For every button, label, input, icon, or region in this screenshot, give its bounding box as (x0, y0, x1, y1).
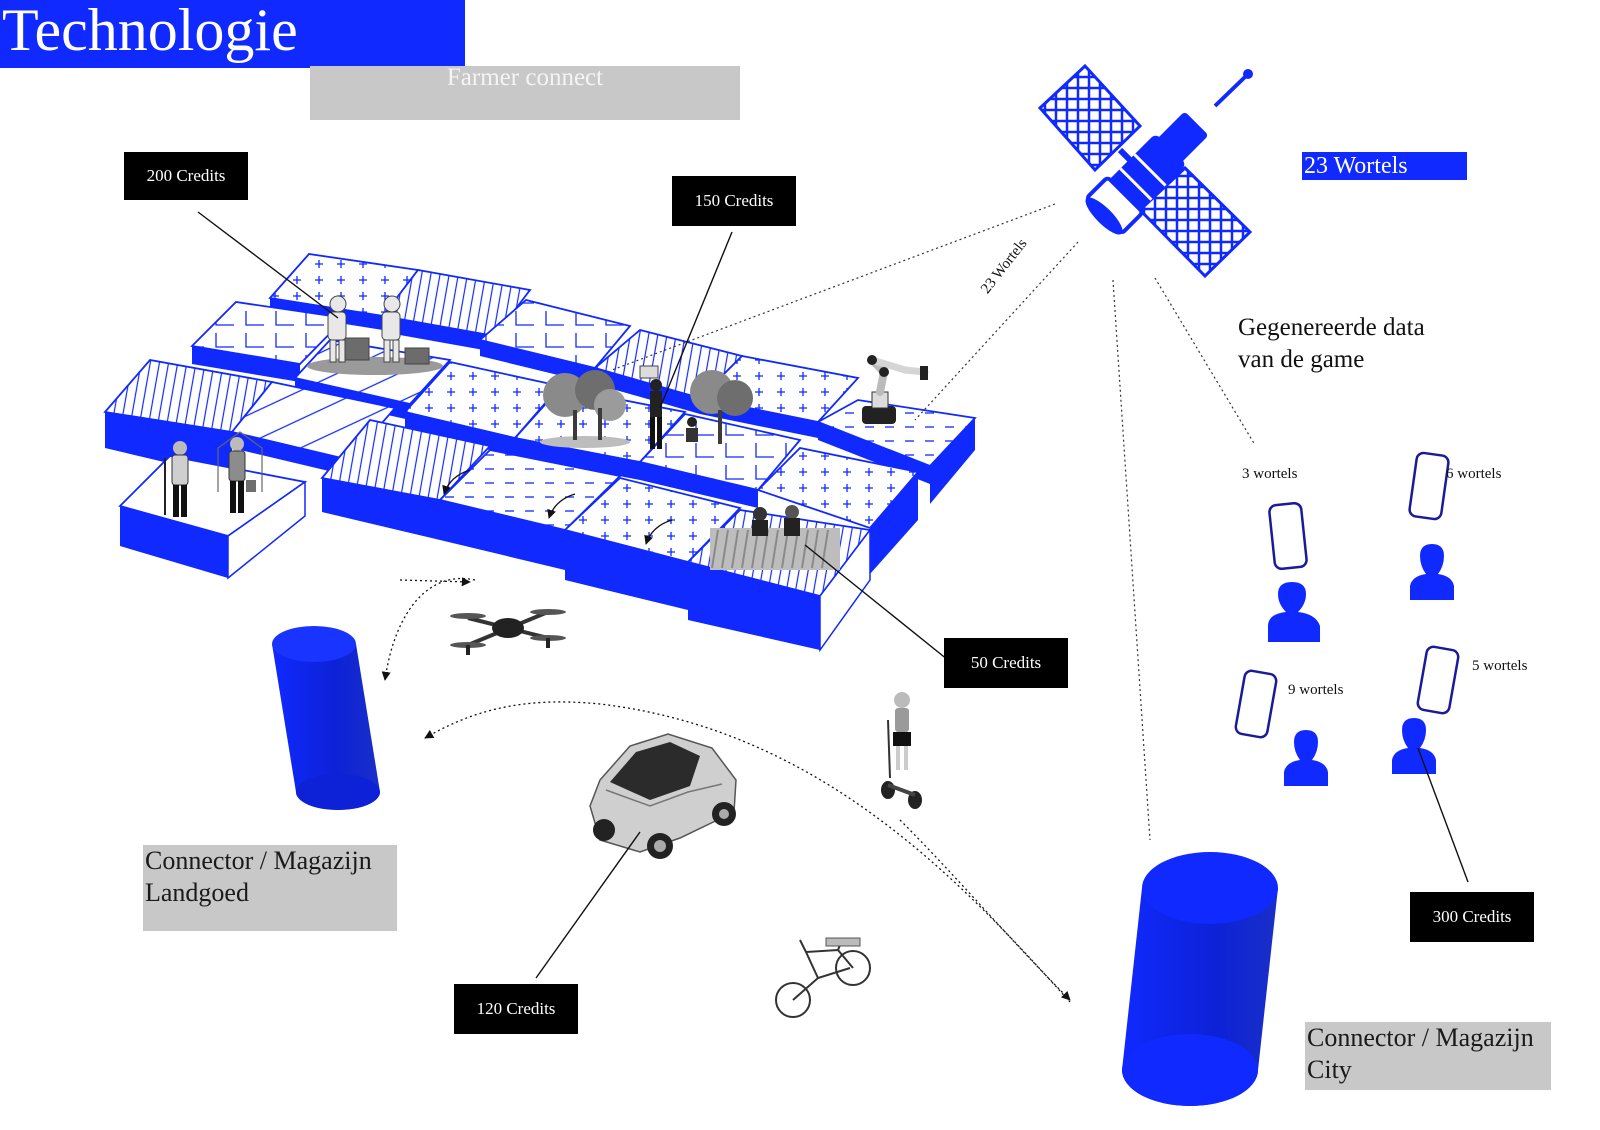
field-plot (438, 449, 622, 570)
field-plot (381, 269, 532, 352)
rotation-arrow-icon (442, 469, 471, 495)
person-avatar-icon (1392, 718, 1436, 774)
farmers-figure (164, 431, 263, 517)
farmer-connect-label: Farmer connect (310, 65, 740, 120)
satellite-icon (1037, 63, 1253, 279)
credit-badge-200: 200 Credits (124, 152, 248, 200)
field-plot (638, 413, 802, 508)
bicycle-icon (775, 937, 871, 1018)
phone-icon (1234, 669, 1278, 739)
player-wortels-label: 6 wortels (1446, 466, 1502, 482)
storage-cylinder-city (1122, 852, 1278, 1106)
credit-badge-150: 150 Credits (672, 176, 796, 226)
player-wortels-label: 5 wortels (1472, 658, 1528, 674)
robot-arm-figure (862, 355, 929, 424)
rotation-arrow-icon (644, 519, 673, 545)
route-arrow-drone-return (399, 577, 471, 587)
phone-icon (1408, 451, 1450, 521)
connector-city-label: Connector / Magazijn City (1305, 1022, 1551, 1090)
generated-data-line-2: van de game (1238, 346, 1365, 373)
generated-data-line-1: Gegenereerde data (1238, 314, 1425, 341)
connector-landgoed-line-1: Connector / Magazijn (145, 846, 372, 875)
connector-landgoed-line-2: Landgoed (145, 878, 249, 907)
rotation-arrow-icon (547, 493, 576, 519)
route-arrow-city-landgoed (424, 701, 1071, 1003)
segway-rider-figure (881, 692, 922, 809)
field-plot (320, 419, 492, 540)
connector-landgoed-label: Connector / Magazijn Landgoed (143, 845, 397, 931)
transport-route-arrows (381, 577, 1071, 1003)
drone-icon (450, 609, 566, 655)
player-wortels-label: 9 wortels (1288, 682, 1344, 698)
field-plot (118, 455, 308, 580)
orchard-trees-figure (540, 365, 753, 449)
credit-badge-300: 300 Credits (1410, 892, 1534, 942)
field-plot (403, 361, 562, 456)
satellite-data-beams (611, 203, 1256, 841)
player-wortels-label: 3 wortels (1242, 466, 1298, 482)
satellite-wortels-badge: 23 Wortels (1302, 152, 1467, 180)
field-plot (815, 399, 977, 504)
route-arrow-to-city (899, 819, 1071, 1001)
field-plot (478, 299, 632, 384)
field-plot (563, 477, 742, 610)
player-group (1234, 451, 1460, 786)
person-avatar-icon (1410, 544, 1454, 600)
callout-lines (197, 211, 1469, 979)
field-plot (190, 301, 347, 382)
storage-cylinder-landgoed (272, 626, 380, 810)
route-arrow-drone (381, 577, 476, 681)
beekeepers-figure (307, 295, 443, 375)
field-plot (756, 447, 920, 574)
credit-badge-50: 50 Credits (944, 638, 1068, 688)
credit-badge-120: 120 Credits (454, 984, 578, 1034)
greenhouse-workers-figure (710, 505, 840, 570)
phone-icon (1268, 501, 1308, 571)
page-title: Technologie (0, 0, 465, 68)
generated-data-label: Gegenereerde data van de game (1238, 312, 1498, 376)
field-plot (103, 359, 274, 478)
car-icon (589, 733, 737, 859)
field-plot (268, 253, 420, 330)
farm-field-grid (103, 253, 977, 653)
person-avatar-icon (1284, 730, 1328, 786)
phone-icon (1416, 645, 1460, 715)
connector-city-line-1: Connector / Magazijn (1307, 1023, 1534, 1052)
connector-city-line-2: City (1307, 1055, 1352, 1084)
person-avatar-icon (1268, 582, 1320, 642)
